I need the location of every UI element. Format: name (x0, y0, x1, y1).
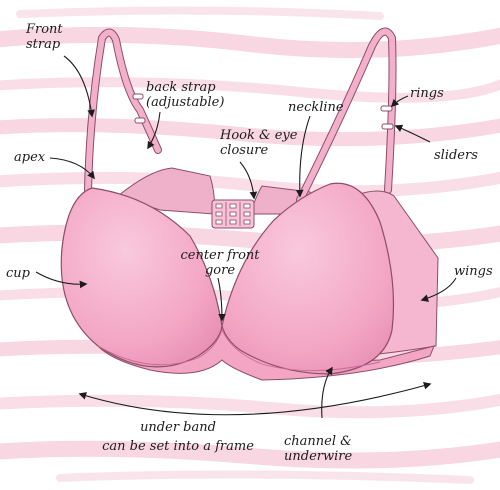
left-cup (60, 187, 223, 368)
hook-eye-closure (211, 199, 255, 229)
right-cup (221, 182, 395, 375)
label-center-gore-line1: center front (180, 248, 260, 263)
label-back-strap-line1: back strap (146, 80, 216, 95)
rings-sliders (132, 93, 394, 130)
label-apex: apex (14, 150, 46, 165)
label-center-gore: center front gore (170, 248, 270, 278)
label-arrows (35, 55, 457, 419)
label-channel: channel & underwire (284, 434, 352, 464)
label-front-strap: Front strap (26, 22, 63, 52)
label-under-band: under band can be set into a frame (88, 420, 268, 454)
label-cup: cup (6, 266, 30, 281)
label-channel-line1: channel & (284, 434, 352, 449)
label-channel-line2: underwire (284, 449, 353, 464)
label-back-strap: back strap (adjustable) (146, 80, 224, 110)
label-wings: wings (454, 264, 493, 279)
channel-seams (97, 329, 381, 371)
label-hook-eye-line1: Hook & eye (220, 128, 298, 143)
label-sliders: sliders (434, 148, 478, 163)
label-under-band-line1: under band (140, 420, 216, 435)
label-under-band-line2: can be set into a frame (102, 439, 254, 454)
label-hook-eye-line2: closure (220, 143, 269, 158)
label-back-strap-line2: (adjustable) (146, 95, 225, 110)
label-hook-eye: Hook & eye closure (220, 128, 297, 158)
label-front-strap-line1: Front (26, 22, 63, 37)
label-center-gore-line2: gore (204, 263, 236, 278)
label-front-strap-line2: strap (26, 37, 61, 52)
label-neckline: neckline (288, 100, 344, 115)
label-rings: rings (410, 86, 444, 101)
